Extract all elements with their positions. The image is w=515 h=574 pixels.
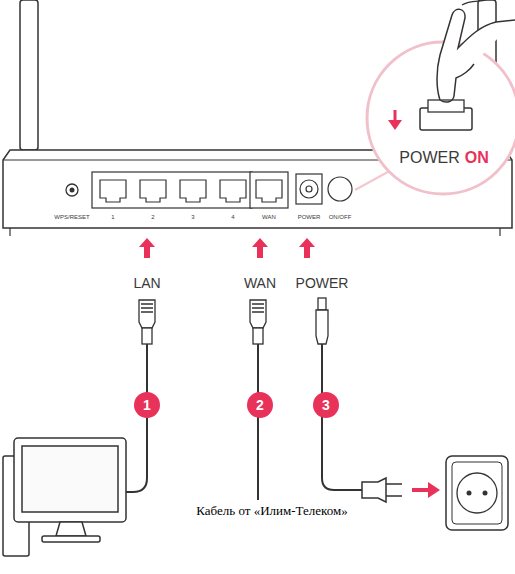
port-label: POWER: [298, 214, 321, 220]
callout-number: 3: [322, 398, 330, 412]
port-label: 4: [231, 214, 234, 220]
port-name: LAN: [133, 276, 160, 290]
port-name: POWER: [296, 276, 349, 290]
port-label: 2: [151, 214, 154, 220]
port-label: WAN: [262, 214, 276, 220]
port-label: 3: [191, 214, 194, 220]
port-label: 1: [111, 214, 114, 220]
cable-caption: Кабель от «Илим-Телеком»: [193, 503, 350, 518]
callout-number: 2: [256, 398, 264, 412]
port-label: ON/OFF: [329, 214, 352, 220]
callout-text: POWER: [399, 150, 459, 166]
port-name: WAN: [244, 276, 276, 290]
callout-number: 1: [143, 398, 151, 412]
port-label: WPS/RESET: [54, 214, 89, 220]
callout-text: ON: [465, 150, 489, 166]
